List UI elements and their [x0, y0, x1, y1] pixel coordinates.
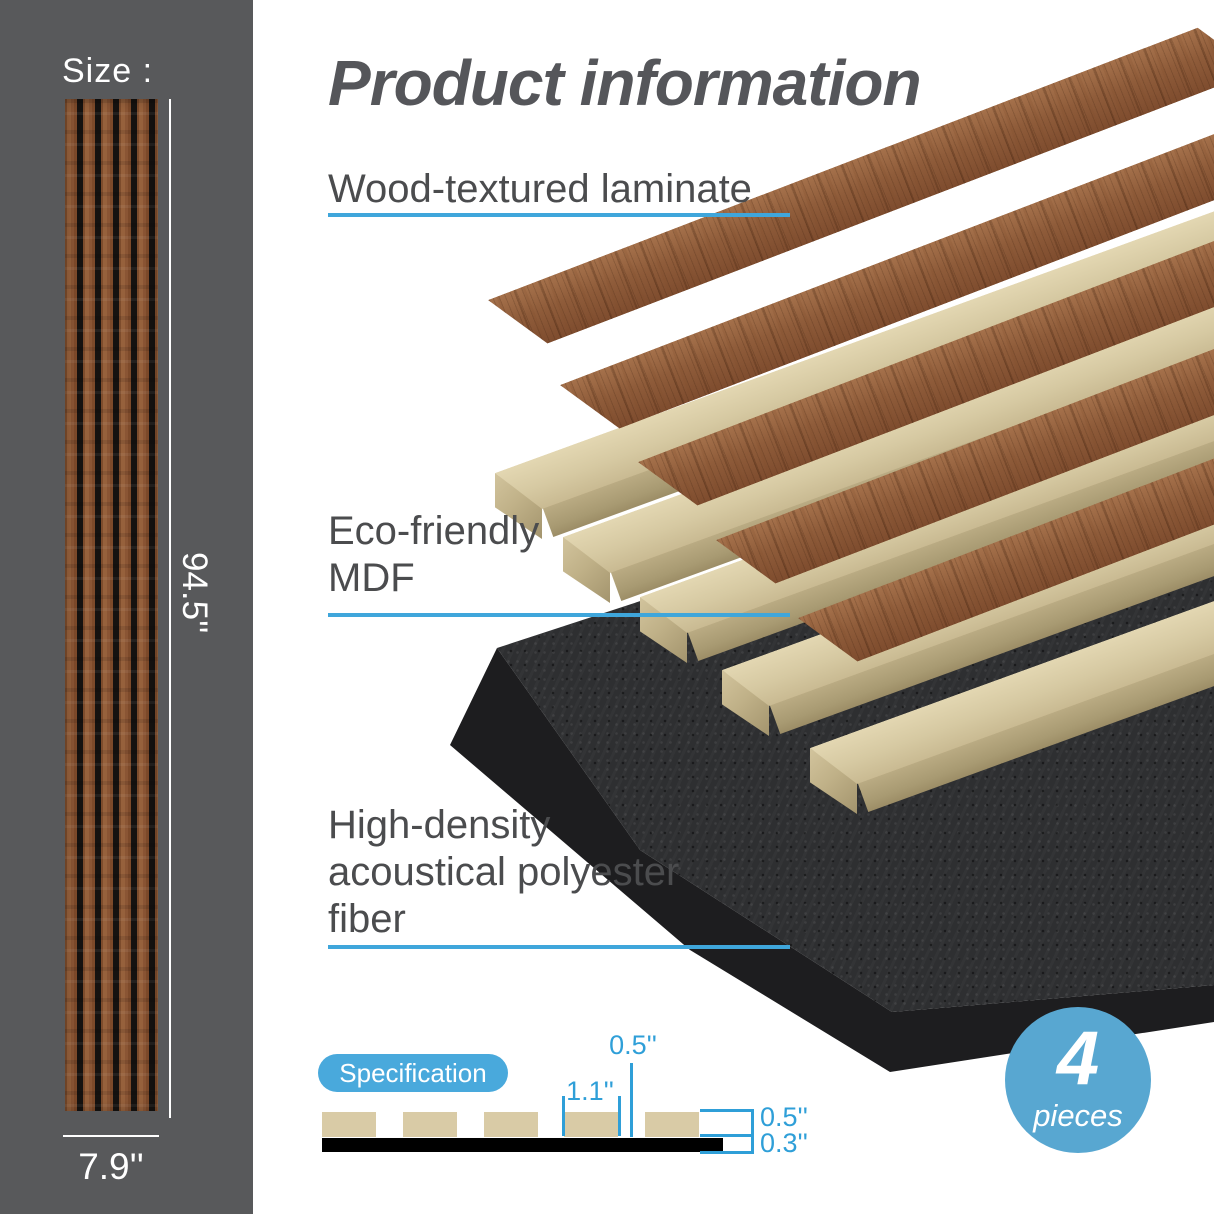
dim-base-thickness: 0.3'' [760, 1128, 808, 1158]
callout-laminate-underline [328, 213, 790, 217]
size-sidebar: Size : 94.5'' 7.9'' [0, 0, 253, 1214]
badge-unit: pieces [1033, 1098, 1123, 1133]
callout-fiber-line: High-density [328, 803, 551, 847]
spec-slat [403, 1112, 457, 1137]
specification-button: Specification [318, 1054, 508, 1092]
dim-slat-spacing: 1.1'' [566, 1076, 614, 1106]
dim-slat-edge: 0.5'' [609, 1030, 657, 1060]
dim-bracket-line [700, 1109, 754, 1112]
dim-slat-thickness: 0.5'' [760, 1102, 808, 1132]
callout-mdf-line: MDF [328, 556, 415, 600]
spec-slat [564, 1112, 618, 1137]
callout-laminate-line: Wood-textured laminate [328, 167, 752, 211]
callout-laminate: Wood-textured laminate [328, 166, 752, 213]
callout-mdf-line: Eco-friendly [328, 509, 540, 553]
callout-fiber-underline [328, 945, 790, 949]
callout-mdf: Eco-friendly MDF [328, 508, 539, 602]
callout-mdf-underline [328, 613, 790, 617]
callout-fiber-line: fiber [328, 897, 406, 941]
dim-slat-spacing-tick [562, 1096, 565, 1136]
spec-slat [645, 1112, 699, 1137]
panel-width-label: 7.9'' [78, 1146, 144, 1187]
dim-bracket-line [700, 1134, 754, 1137]
slat-panel-image [65, 99, 158, 1111]
spec-slat [484, 1112, 538, 1137]
callout-fiber: High-density acoustical polyester fiber [328, 802, 679, 943]
spec-base-bar [322, 1138, 723, 1152]
dim-slat-spacing-tick [618, 1096, 621, 1136]
badge-count: 4 [1056, 1016, 1100, 1101]
dim-slat-edge-line [630, 1063, 633, 1137]
pieces-badge: 4 pieces [1005, 1007, 1151, 1153]
width-dimension-line [63, 1135, 159, 1137]
spec-slat [322, 1112, 376, 1137]
page-title: Product information [328, 47, 922, 119]
dim-bracket-line [700, 1151, 754, 1154]
panel-height-label: 94.5'' [175, 552, 214, 634]
size-label: Size : [62, 52, 154, 90]
dim-bracket-line [751, 1109, 754, 1154]
height-dimension-line [169, 99, 171, 1118]
callout-fiber-line: acoustical polyester [328, 850, 680, 894]
